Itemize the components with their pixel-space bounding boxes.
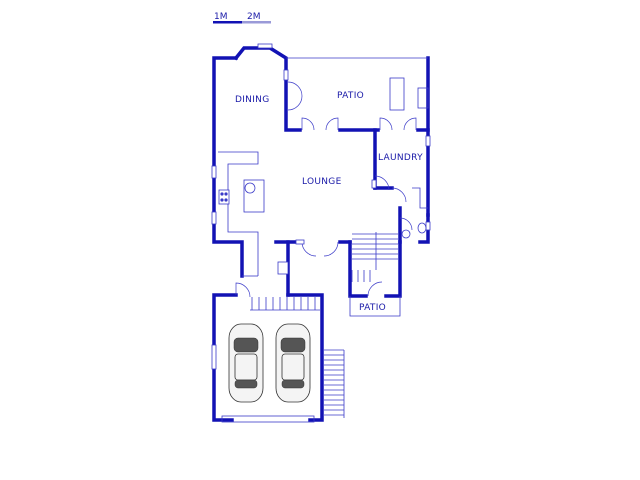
patio-fixture-1 — [389, 77, 405, 111]
window-laundry-2 — [371, 179, 377, 189]
burner-icon — [220, 198, 224, 202]
window-lounge — [295, 239, 305, 245]
room-label-patio-top: PATIO — [337, 91, 364, 101]
window-garage — [211, 344, 217, 370]
garage-door — [221, 415, 315, 423]
wall-west — [212, 56, 244, 278]
window-kitchen — [211, 165, 217, 179]
doors — [235, 81, 417, 298]
car-rear-window — [281, 379, 305, 389]
window-laundry — [425, 135, 431, 147]
wall-stair-east — [384, 240, 402, 298]
window-wc — [425, 221, 431, 231]
door-wc — [399, 217, 413, 231]
wall-garage-east — [286, 293, 324, 422]
door-patio-bottom — [367, 281, 383, 297]
staircase — [351, 232, 398, 282]
door-lounge-patio — [301, 117, 339, 131]
car-roof — [234, 353, 258, 381]
room-labels: DINING PATIO LAUNDRY LOUNGE PATIO — [235, 91, 423, 313]
room-label-laundry: LAUNDRY — [378, 153, 423, 163]
car-left — [228, 323, 264, 403]
car-rear-window — [234, 379, 258, 389]
windows — [211, 43, 431, 370]
door-laundry-2 — [391, 187, 407, 203]
car-right — [275, 323, 311, 403]
burner-icon — [224, 192, 228, 196]
sink-icon — [244, 182, 256, 194]
door-dining-patio — [287, 81, 303, 111]
kitchen-counter — [218, 151, 259, 242]
window-dining — [283, 69, 289, 81]
room-label-patio-bottom: PATIO — [359, 303, 386, 313]
scale-bar: 1M 2M — [213, 12, 271, 24]
scale-segment-light — [242, 21, 271, 24]
scale-label-1m: 1M — [214, 12, 228, 22]
car-windscreen — [280, 337, 306, 353]
room-label-lounge: LOUNGE — [302, 177, 342, 187]
geyser-icon — [277, 261, 289, 275]
laundry-partition — [412, 187, 428, 209]
door-laundry — [374, 175, 390, 191]
burner-icon — [220, 192, 224, 196]
car-roof — [281, 353, 305, 381]
window-bay — [257, 43, 273, 49]
stove-icon — [218, 189, 230, 205]
wall-stair-west — [348, 240, 368, 298]
door-garage — [235, 282, 251, 298]
thin-lines — [218, 57, 429, 423]
scale-segment-dark — [213, 21, 242, 24]
toilet-icon — [417, 222, 427, 234]
door-laundry-patio — [379, 117, 417, 131]
fixtures — [218, 182, 427, 275]
car-windscreen — [233, 337, 259, 353]
patio-fixture-2 — [417, 87, 429, 109]
kitchen-island — [243, 179, 265, 213]
wall-dining-bay — [233, 46, 302, 132]
window-kitchen-2 — [211, 211, 217, 225]
garage-steps — [324, 349, 345, 418]
door-lounge-front — [301, 241, 339, 257]
patio-bottom-edge — [349, 296, 401, 317]
room-label-dining: DINING — [235, 95, 269, 105]
garage-entry-steps — [250, 297, 320, 311]
basin-icon — [401, 229, 411, 239]
scale-label-2m: 2M — [247, 12, 261, 22]
burner-icon — [224, 198, 228, 202]
